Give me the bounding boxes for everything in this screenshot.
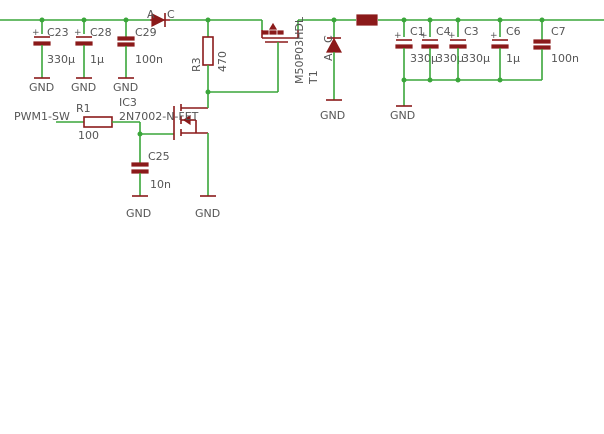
diode-series: A C — [147, 8, 175, 27]
c4-name: C4 — [436, 25, 451, 38]
diode-cathode-label: C — [167, 8, 175, 21]
pwm-net-label: PWM1-SW — [14, 110, 70, 123]
pwm-input: PWM1-SW — [14, 110, 84, 123]
bank-gnd-label: GND — [390, 109, 415, 122]
svg-text:+: + — [490, 31, 498, 41]
c29-value: 100n — [135, 53, 163, 66]
svg-text:+: + — [74, 28, 82, 38]
c6-name: C6 — [506, 25, 521, 38]
inductor — [356, 14, 378, 26]
t1-value: M50P03HDL — [293, 16, 306, 84]
capacitor-c25: C25 10n GND — [126, 134, 171, 220]
ic3-value: 2N7002-N-FET — [119, 110, 199, 123]
transistor-ic3: IC3 2N7002-N-FET GND — [119, 92, 220, 220]
c28-name: C28 — [90, 26, 112, 39]
c7-value: 100n — [551, 52, 579, 65]
svg-text:+: + — [420, 31, 428, 41]
r1-name: R1 — [76, 102, 91, 115]
c1-value: 330µ — [410, 52, 438, 65]
c3-value: 330µ — [462, 52, 490, 65]
c25-value: 10n — [150, 178, 171, 191]
c4-value: 330µ — [436, 52, 464, 65]
capacitor-c29: C29 100n GND — [113, 20, 163, 94]
c23-name: C23 — [47, 26, 69, 39]
capacitor-c7: C7 100n — [533, 20, 579, 80]
flyback-cathode-label: C — [322, 35, 335, 43]
capacitor-c1: + C1 330µ — [394, 20, 438, 80]
diode-flyback: A C GND — [320, 20, 345, 122]
ic3-name: IC3 — [119, 96, 137, 109]
c23-gnd-label: GND — [29, 81, 54, 94]
r1-value: 100 — [78, 129, 99, 142]
c25-name: C25 — [148, 150, 170, 163]
capacitor-c28: + C28 1µ GND — [71, 20, 112, 94]
resistor-r1: R1 100 — [76, 102, 140, 142]
c25-gnd-label: GND — [126, 207, 151, 220]
transistor-t1: M50P03HDL T1 — [208, 16, 320, 93]
output-cap-bank: GND — [390, 77, 542, 122]
svg-text:+: + — [448, 31, 456, 41]
c28-gnd-label: GND — [71, 81, 96, 94]
flyback-gnd-label: GND — [320, 109, 345, 122]
c1-name: C1 — [410, 25, 425, 38]
c28-value: 1µ — [90, 53, 104, 66]
r3-value: 470 — [216, 51, 229, 72]
r3-name: R3 — [190, 57, 203, 72]
diode-anode-label: A — [147, 8, 155, 21]
c3-name: C3 — [464, 25, 479, 38]
t1-name: T1 — [307, 70, 320, 85]
capacitor-c6: + C6 1µ — [490, 20, 521, 80]
ic3-gnd-label: GND — [195, 207, 220, 220]
svg-text:+: + — [32, 28, 40, 38]
resistor-r3: R3 470 — [190, 20, 229, 95]
capacitor-c3: + C3 330µ — [448, 20, 490, 80]
c7-name: C7 — [551, 25, 566, 38]
flyback-anode-label: A — [322, 53, 335, 61]
c23-value: 330µ — [47, 53, 75, 66]
capacitor-c4: + C4 330µ — [420, 20, 464, 80]
svg-text:+: + — [394, 31, 402, 41]
c29-name: C29 — [135, 26, 157, 39]
c29-gnd-label: GND — [113, 81, 138, 94]
c6-value: 1µ — [506, 52, 520, 65]
capacitor-c23: + C23 330µ GND — [29, 20, 75, 94]
